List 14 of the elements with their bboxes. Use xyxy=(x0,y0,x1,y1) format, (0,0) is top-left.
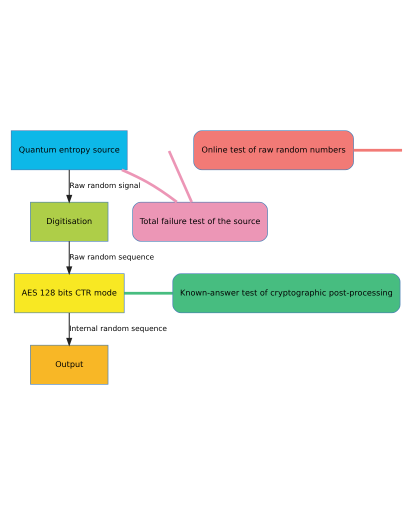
node-box: Online test of raw random numbers xyxy=(193,130,354,170)
connector xyxy=(168,150,193,203)
node-box: Total failure test of the source xyxy=(132,202,268,242)
node-box: Known-answer test of cryptographic post-processing xyxy=(172,273,400,314)
node-box: AES 128 bits CTR mode xyxy=(14,273,125,314)
connector xyxy=(121,168,178,204)
arrow xyxy=(66,312,72,347)
node-box: Output xyxy=(30,344,108,385)
connector xyxy=(124,292,172,295)
node-box: Quantum entropy source xyxy=(10,130,128,170)
connector xyxy=(354,148,402,152)
node-box: Digitisation xyxy=(30,202,108,242)
arrow xyxy=(66,170,72,204)
arrow xyxy=(66,241,72,276)
